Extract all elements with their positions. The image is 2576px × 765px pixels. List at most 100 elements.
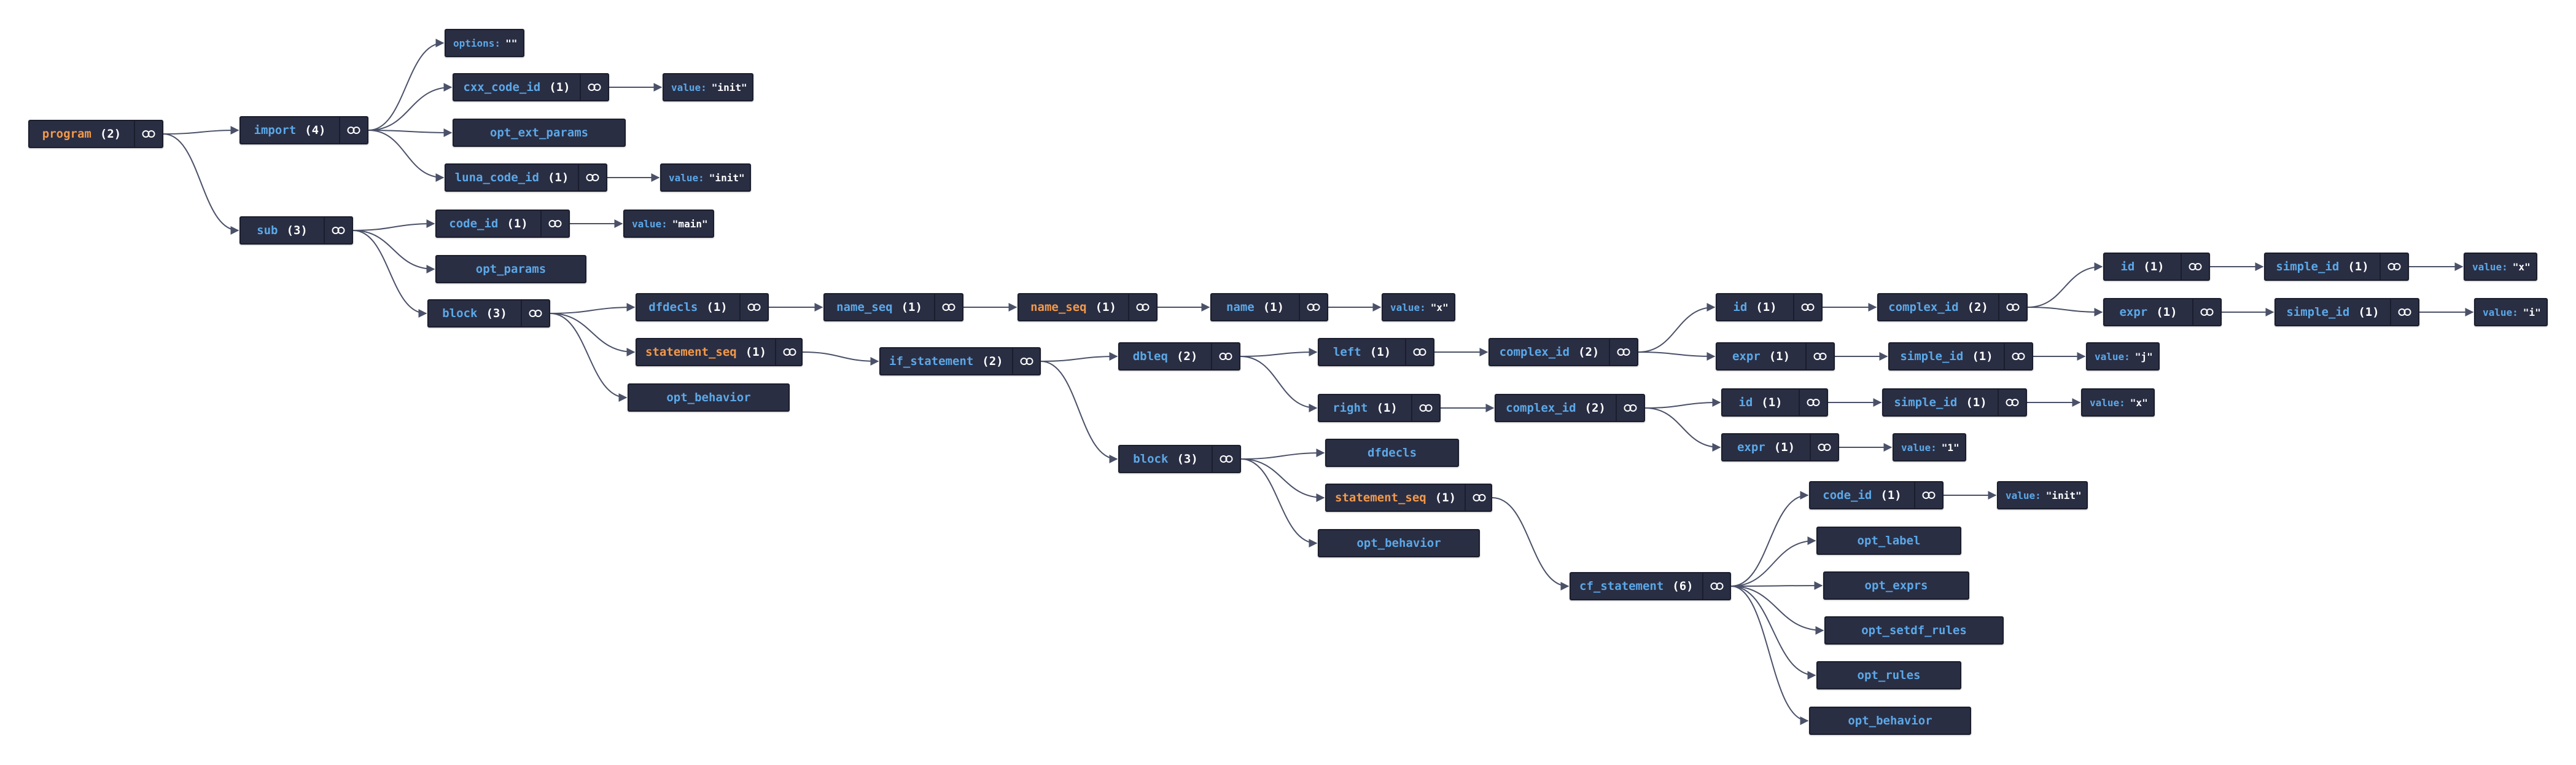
tree-node-id[interactable]: id(1) — [1721, 388, 1828, 417]
link-icon[interactable] — [1212, 446, 1240, 472]
link-icon[interactable] — [1011, 348, 1040, 374]
tree-node-sub[interactable]: sub(3) — [239, 216, 353, 245]
tree-node-program[interactable]: program(2) — [28, 120, 163, 148]
value-key: value: — [2483, 306, 2518, 318]
tree-node-expr[interactable]: expr(1) — [1721, 433, 1839, 461]
tree-node-name[interactable]: name(1) — [1210, 293, 1328, 321]
tree-node-code-id[interactable]: code_id(1) — [435, 210, 570, 238]
link-icon[interactable] — [1616, 395, 1644, 421]
tree-node-luna-code-id[interactable]: luna_code_id(1) — [445, 163, 607, 192]
link-icon[interactable] — [2181, 254, 2209, 280]
tree-node-name-seq[interactable]: name_seq(1) — [1018, 293, 1158, 321]
tree-node-id[interactable]: id(1) — [2103, 253, 2210, 281]
link-icon[interactable] — [1465, 485, 1491, 511]
link-icon[interactable] — [1405, 339, 1433, 365]
value-node[interactable]: value:"main" — [623, 210, 714, 238]
node-label: complex_id — [1888, 300, 1959, 314]
value-node[interactable]: value:"x" — [2464, 253, 2537, 281]
node-label: expr — [1737, 441, 1765, 454]
tree-node-simple-id[interactable]: simple_id(1) — [1882, 388, 2027, 417]
link-icon[interactable] — [1609, 339, 1637, 365]
value-text: "x" — [2130, 396, 2148, 409]
tree-node-dfdecls[interactable]: dfdecls — [1325, 439, 1459, 467]
link-icon[interactable] — [1998, 390, 2026, 415]
link-icon[interactable] — [521, 300, 549, 326]
link-icon[interactable] — [1411, 395, 1439, 421]
link-icon[interactable] — [1211, 343, 1239, 369]
link-icon[interactable] — [2192, 299, 2220, 325]
value-node[interactable]: value:"init" — [660, 163, 751, 192]
link-icon[interactable] — [1998, 294, 2026, 320]
tree-node-statement-seq[interactable]: statement_seq(1) — [636, 338, 803, 366]
tree-node-complex-id[interactable]: complex_id(2) — [1877, 293, 2028, 321]
node-text: id(1) — [2104, 260, 2181, 273]
tree-node-left[interactable]: left(1) — [1318, 338, 1434, 366]
tree-node-name-seq[interactable]: name_seq(1) — [823, 293, 963, 321]
link-icon[interactable] — [1128, 294, 1156, 320]
tree-node-opt-rules[interactable]: opt_rules — [1816, 661, 1961, 689]
tree-node-right[interactable]: right(1) — [1318, 394, 1441, 422]
tree-node-opt-behavior[interactable]: opt_behavior — [1809, 707, 1971, 735]
tree-node-opt-setdf-rules[interactable]: opt_setdf_rules — [1824, 616, 2004, 645]
tree-node-simple-id[interactable]: simple_id(1) — [2264, 253, 2409, 281]
tree-node-opt-params[interactable]: opt_params — [435, 255, 586, 283]
tree-node-opt-exprs[interactable]: opt_exprs — [1823, 571, 1969, 600]
value-node[interactable]: value:"1" — [1893, 433, 1966, 461]
node-text: block(3) — [429, 307, 521, 320]
value-node[interactable]: options:"" — [445, 29, 524, 57]
link-icon[interactable] — [1799, 390, 1827, 415]
value-node[interactable]: value:"init" — [663, 73, 753, 101]
link-icon[interactable] — [934, 294, 962, 320]
value-node[interactable]: value:"init" — [1997, 481, 2088, 509]
link-icon[interactable] — [134, 121, 162, 147]
link-icon[interactable] — [339, 117, 367, 143]
tree-node-if-statement[interactable]: if_statement(2) — [879, 347, 1041, 375]
link-icon[interactable] — [578, 165, 606, 190]
link-icon[interactable] — [739, 294, 768, 320]
tree-node-opt-label[interactable]: opt_label — [1816, 527, 1961, 555]
tree-node-expr[interactable]: expr(1) — [1716, 342, 1835, 371]
tree-node-complex-id[interactable]: complex_id(2) — [1495, 394, 1645, 422]
tree-node-block[interactable]: block(3) — [1118, 445, 1241, 473]
tree-node-id[interactable]: id(1) — [1716, 293, 1823, 321]
tree-node-simple-id[interactable]: simple_id(1) — [2274, 298, 2419, 326]
link-icon[interactable] — [540, 211, 569, 237]
link-icon[interactable] — [2004, 343, 2032, 369]
value-text: "init" — [709, 171, 745, 184]
tree-node-expr[interactable]: expr(1) — [2103, 298, 2222, 326]
value-key: value: — [632, 218, 667, 230]
link-icon[interactable] — [324, 218, 352, 243]
value-node[interactable]: value:"x" — [2081, 388, 2155, 417]
tree-node-opt-behavior[interactable]: opt_behavior — [628, 383, 790, 412]
tree-node-complex-id[interactable]: complex_id(2) — [1488, 338, 1638, 366]
node-label: opt_behavior — [1356, 536, 1441, 550]
value-node[interactable]: value:"i" — [2474, 298, 2548, 326]
link-icon[interactable] — [775, 339, 801, 365]
tree-node-simple-id[interactable]: simple_id(1) — [1888, 342, 2033, 371]
edge-arrow — [352, 230, 427, 318]
node-text: block(3) — [1119, 452, 1212, 466]
link-icon[interactable] — [1914, 482, 1942, 508]
link-icon[interactable] — [1810, 434, 1838, 460]
link-icon[interactable] — [1299, 294, 1327, 320]
tree-node-opt-ext-params[interactable]: opt_ext_params — [453, 119, 626, 147]
edge-arrow — [1240, 449, 1325, 460]
link-icon[interactable] — [1702, 573, 1730, 599]
link-icon[interactable] — [1793, 294, 1821, 320]
tree-node-import[interactable]: import(4) — [239, 116, 368, 144]
tree-node-dbleq[interactable]: dbleq(2) — [1118, 342, 1240, 371]
tree-node-code-id[interactable]: code_id(1) — [1809, 481, 1944, 509]
tree-node-statement-seq[interactable]: statement_seq(1) — [1325, 484, 1492, 512]
link-icon[interactable] — [1805, 343, 1834, 369]
value-node[interactable]: value:"j" — [2086, 342, 2160, 371]
tree-node-opt-behavior[interactable]: opt_behavior — [1318, 529, 1480, 557]
value-node[interactable]: value:"x" — [1382, 293, 1455, 321]
link-icon[interactable] — [2390, 299, 2418, 325]
link-icon[interactable] — [580, 74, 608, 100]
tree-node-cf-statement[interactable]: cf_statement(6) — [1570, 572, 1731, 600]
tree-node-dfdecls[interactable]: dfdecls(1) — [636, 293, 769, 321]
node-label: simple_id — [2276, 260, 2340, 273]
tree-node-block[interactable]: block(3) — [427, 299, 550, 328]
tree-node-cxx-code-id[interactable]: cxx_code_id(1) — [453, 73, 609, 101]
link-icon[interactable] — [2379, 254, 2408, 280]
